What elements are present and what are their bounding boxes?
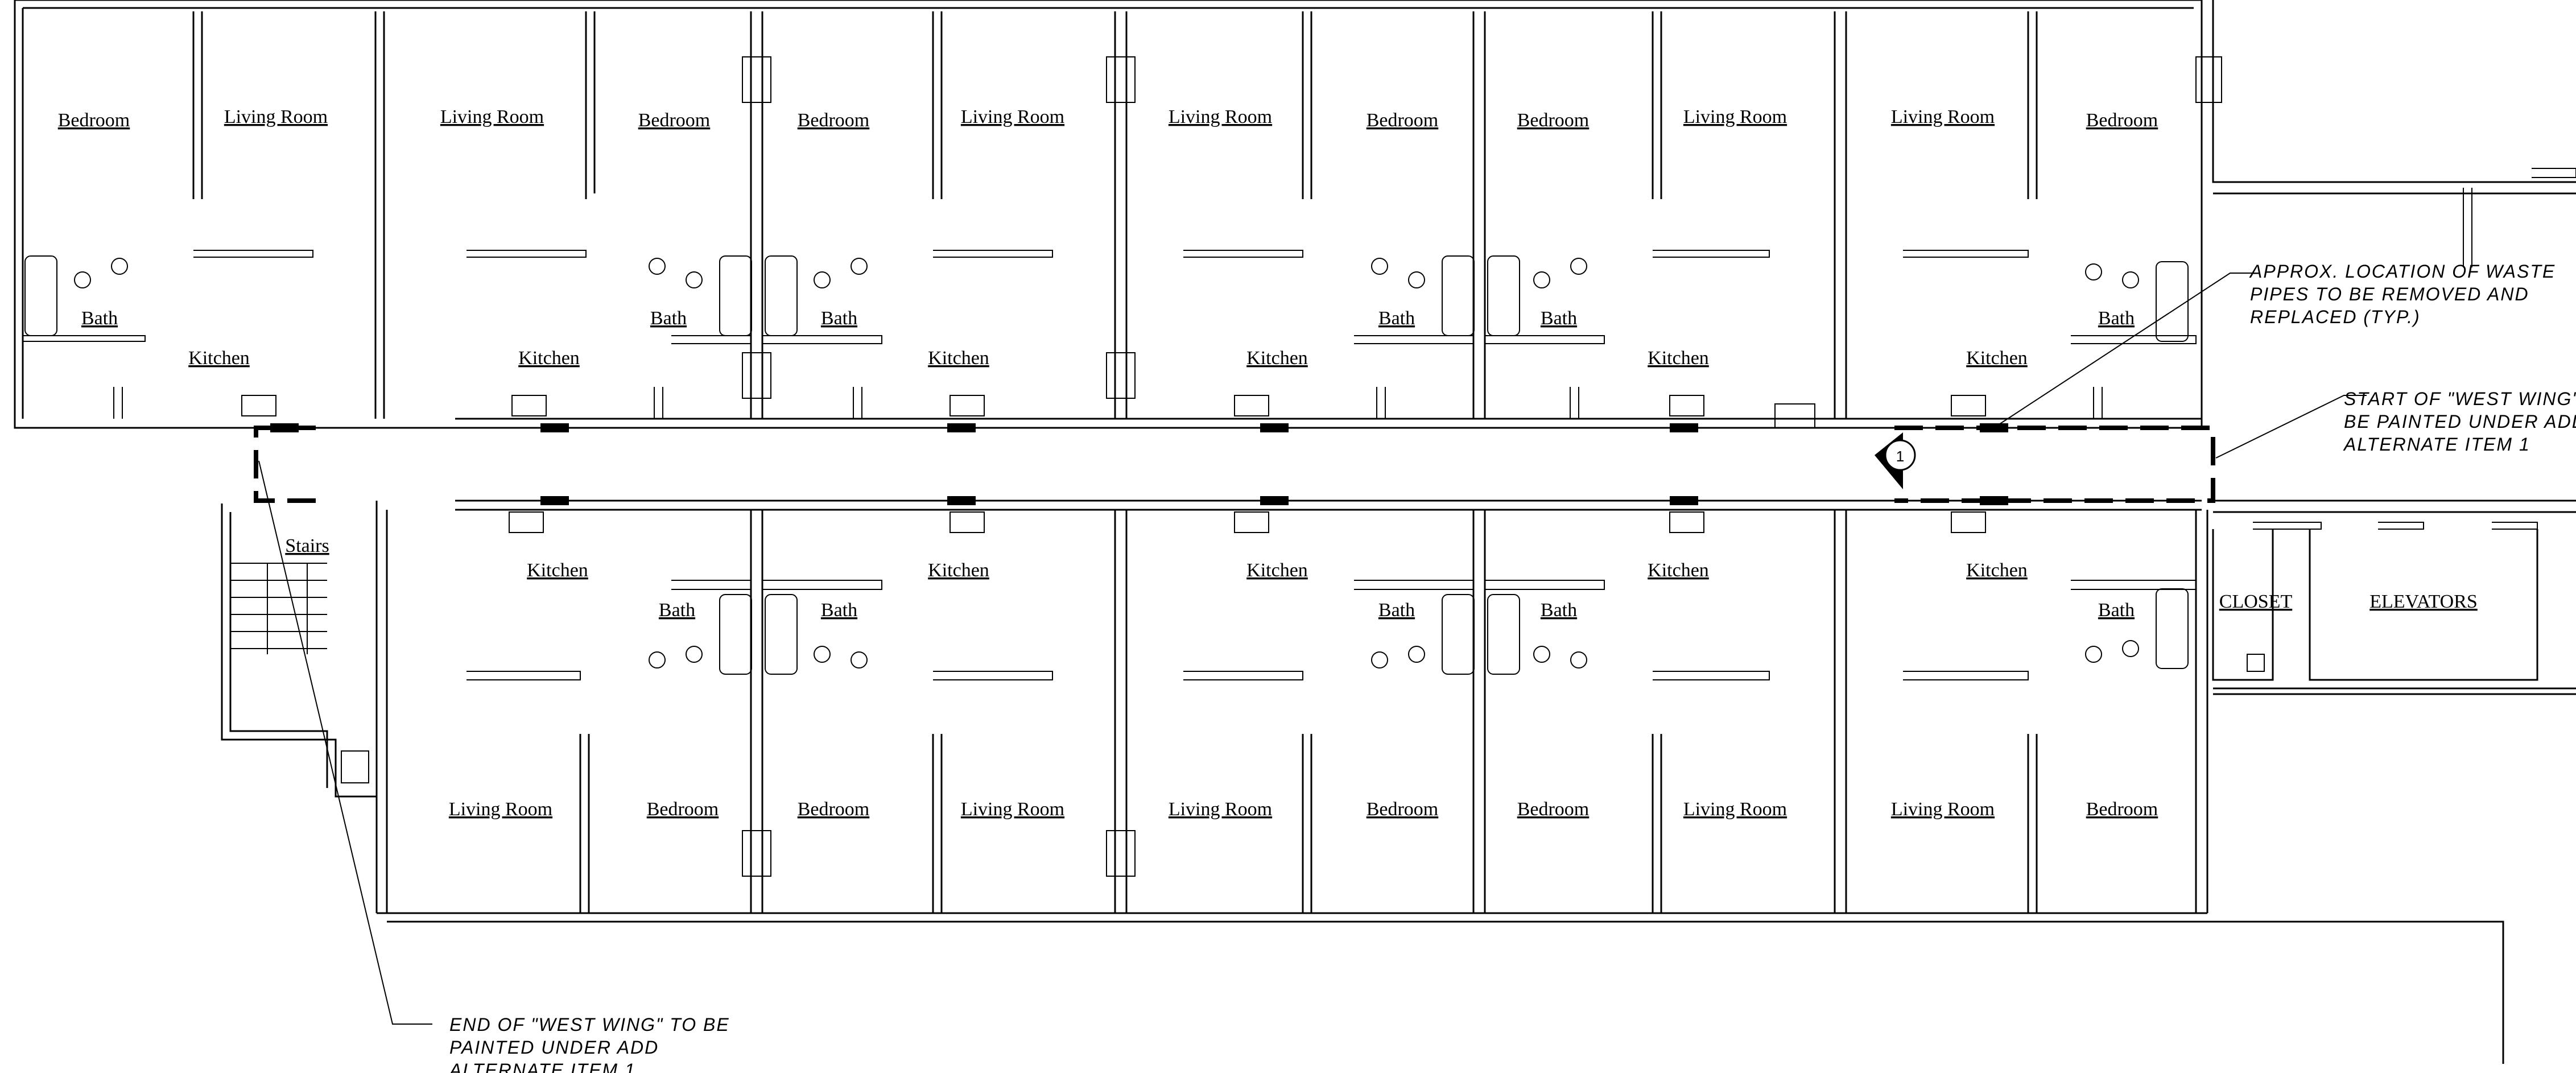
room-label-bedroom: Bedroom — [1367, 110, 1439, 131]
room-label-bath: Bath — [1541, 600, 1577, 621]
room-label-bedroom: Bedroom — [1517, 110, 1590, 131]
room-label-bedroom: Bedroom — [1517, 799, 1590, 820]
room-label-bath: Bath — [659, 600, 695, 621]
section-marker: 1 — [1875, 432, 1916, 489]
room-label-kitchen: Kitchen — [1966, 348, 2028, 369]
room-label-bedroom: Bedroom — [638, 110, 711, 131]
room-label-living-room: Living Room — [449, 799, 552, 820]
svg-text:REPLACED (TYP.): REPLACED (TYP.) — [2250, 307, 2421, 327]
room-label-bath: Bath — [81, 308, 118, 329]
room-label-living-room: Living Room — [1891, 799, 1995, 820]
room-label-bath: Bath — [650, 308, 687, 329]
room-label-stairs: Stairs — [285, 535, 329, 556]
room-label-kitchen: Kitchen — [1246, 560, 1308, 581]
room-label-kitchen: Kitchen — [188, 348, 250, 369]
west-wing-boundary — [254, 426, 2215, 503]
room-label-bath: Bath — [2098, 600, 2135, 621]
room-label-bedroom: Bedroom — [58, 110, 130, 131]
top-row-labels: Bedroom Living Room Bath Kitchen Living … — [58, 106, 2158, 369]
svg-text:ALTERNATE ITEM 1: ALTERNATE ITEM 1 — [2343, 434, 2530, 455]
room-label-kitchen: Kitchen — [928, 348, 989, 369]
room-label-kitchen: Kitchen — [1246, 348, 1308, 369]
leader-lines — [258, 273, 2367, 1025]
svg-text:APPROX. LOCATION OF WASTE: APPROX. LOCATION OF WASTE — [2249, 261, 2556, 282]
room-label-living-room: Living Room — [1169, 106, 1272, 127]
room-label-bath: Bath — [821, 308, 857, 329]
room-label-living-room: Living Room — [1891, 106, 1995, 127]
room-label-living-room: Living Room — [1683, 106, 1787, 127]
section-marker-number: 1 — [1896, 448, 1904, 465]
room-label-living-room: Living Room — [1169, 799, 1272, 820]
note-start-west-wing: START OF "WEST WING" TO BE PAINTED UNDER… — [2343, 389, 2576, 455]
room-label-bath: Bath — [1541, 308, 1577, 329]
svg-text:PIPES TO BE REMOVED AND: PIPES TO BE REMOVED AND — [2250, 284, 2529, 304]
room-label-elevators: ELEVATORS — [2369, 591, 2478, 612]
waste-pipe-marks — [270, 423, 2008, 505]
bottom-row-walls — [467, 168, 2576, 913]
room-label-living-room: Living Room — [961, 106, 1064, 127]
room-label-bedroom: Bedroom — [2086, 799, 2158, 820]
room-label-closet: CLOSET — [2219, 591, 2293, 612]
room-label-kitchen: Kitchen — [518, 348, 580, 369]
top-row-walls — [22, 8, 2222, 428]
room-label-bath: Bath — [1378, 600, 1415, 621]
room-label-bath: Bath — [821, 600, 857, 621]
room-label-living-room: Living Room — [961, 799, 1064, 820]
room-label-living-room: Living Room — [224, 106, 328, 127]
room-label-bath: Bath — [1378, 308, 1415, 329]
room-label-kitchen: Kitchen — [1648, 560, 1709, 581]
room-label-kitchen: Kitchen — [1966, 560, 2028, 581]
room-label-living-room: Living Room — [1683, 799, 1787, 820]
bath-fixtures — [24, 255, 2265, 675]
room-label-bedroom: Bedroom — [798, 799, 870, 820]
svg-text:START OF "WEST WING" TO: START OF "WEST WING" TO — [2344, 389, 2576, 409]
room-label-living-room: Living Room — [440, 106, 544, 127]
bottom-row-labels: Stairs Kitchen Bath Living Room Bedroom … — [285, 535, 2478, 820]
room-label-bedroom: Bedroom — [647, 799, 719, 820]
svg-text:BE PAINTED UNDER ADD: BE PAINTED UNDER ADD — [2344, 411, 2576, 432]
room-label-bath: Bath — [2098, 308, 2135, 329]
room-label-kitchen: Kitchen — [527, 560, 588, 581]
room-label-bedroom: Bedroom — [798, 110, 870, 131]
room-label-kitchen: Kitchen — [1648, 348, 1709, 369]
room-label-bedroom: Bedroom — [1367, 799, 1439, 820]
stair-treads — [230, 563, 369, 783]
exterior-walls — [14, 0, 2576, 1064]
room-label-bedroom: Bedroom — [2086, 110, 2158, 131]
note-waste-pipes: APPROX. LOCATION OF WASTE PIPES TO BE RE… — [2249, 261, 2556, 327]
svg-text:PAINTED UNDER ADD: PAINTED UNDER ADD — [449, 1037, 659, 1058]
svg-text:ALTERNATE ITEM 1: ALTERNATE ITEM 1 — [448, 1060, 636, 1073]
svg-text:END OF "WEST WING" TO BE: END OF "WEST WING" TO BE — [449, 1014, 730, 1035]
note-end-west-wing: END OF "WEST WING" TO BE PAINTED UNDER A… — [448, 1014, 730, 1073]
room-label-kitchen: Kitchen — [928, 560, 989, 581]
